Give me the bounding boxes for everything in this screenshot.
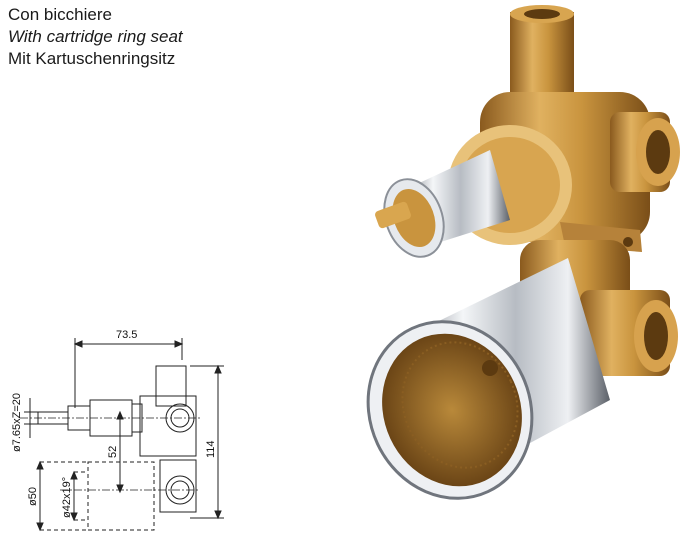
dim-height-label: 114 — [205, 440, 217, 458]
caption-block: Con bicchiere With cartridge ring seat M… — [8, 4, 183, 70]
product-image — [366, 5, 680, 500]
caption-english: With cartridge ring seat — [8, 27, 183, 46]
dim-width-label: 73.5 — [116, 329, 137, 341]
caption-german: Mit Kartuschenringsitz — [8, 49, 176, 68]
caption-italian: Con bicchiere — [8, 5, 112, 24]
dim-spindle-label: ø7.65xZ=20 — [11, 393, 23, 452]
dim-thread-label: ø42x19° — [61, 477, 73, 518]
technical-drawing: 73.5 114 52 ø7.65xZ=20 ø50 ø42x19° — [11, 329, 224, 532]
dim-center-label: 52 — [107, 446, 119, 458]
dim-outer-label: ø50 — [27, 487, 39, 506]
